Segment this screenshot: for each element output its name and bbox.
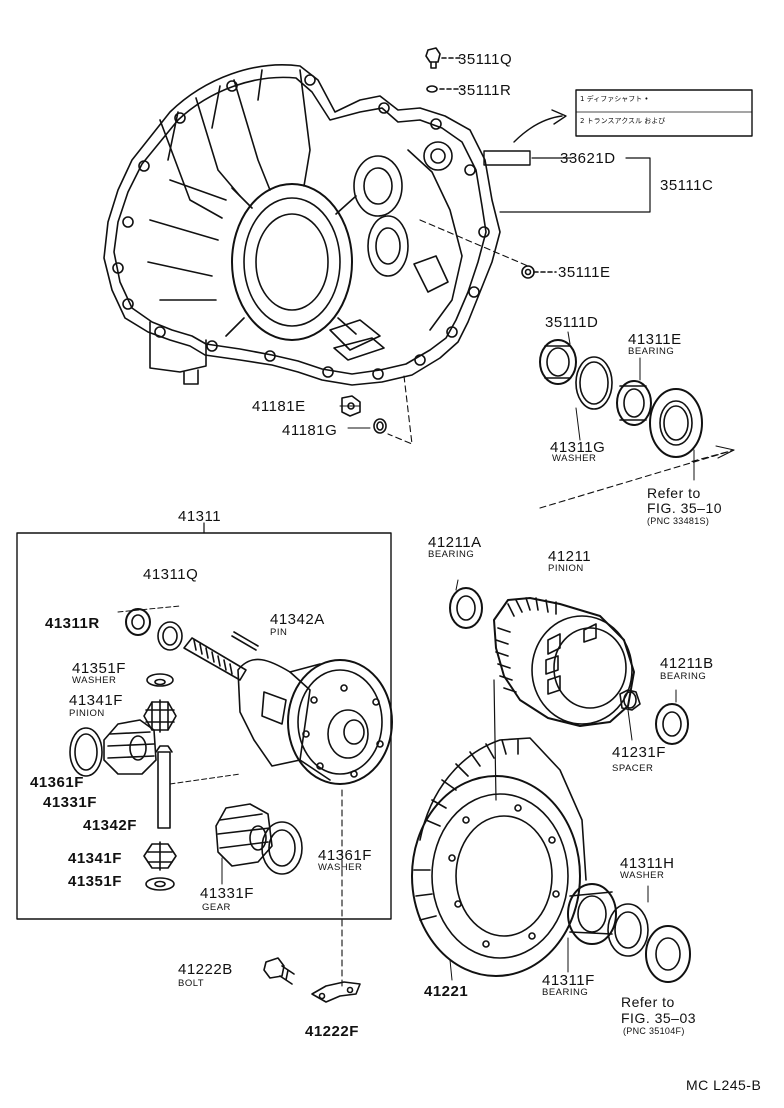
- outer-race-drawing: [645, 925, 691, 983]
- pinion-shaft-drawing: [157, 751, 171, 829]
- caution-plate-line-1: 1 ディファシャフト •: [580, 95, 649, 103]
- part-label-35111D[interactable]: 35111D: [545, 314, 599, 331]
- reference-1-line-2: FIG. 35–10: [647, 500, 723, 516]
- part-label-35111R[interactable]: 35111R: [458, 82, 512, 99]
- bearing-41211B-drawing: [655, 703, 689, 745]
- reference-1-line-1: Refer to: [647, 485, 701, 501]
- part-label-41311R[interactable]: 41311R: [45, 615, 100, 632]
- part-sub-41222B: BOLT: [178, 978, 205, 989]
- part-label-41311F[interactable]: 41311F: [542, 972, 595, 989]
- part-sub-41231F: SPACER: [612, 763, 654, 774]
- part-label-41231F[interactable]: 41231F: [612, 744, 666, 761]
- ring-gear-41221-drawing: [411, 737, 587, 977]
- washer-41351F-drawing: [146, 673, 174, 687]
- part-sub-41341F-top: PINION: [69, 708, 105, 719]
- reference-1-pnc: (PNC 33481S): [647, 516, 710, 526]
- part-label-41311[interactable]: 41311: [178, 508, 222, 525]
- side-bearing-set-drawing: [539, 339, 703, 458]
- part-label-41222F[interactable]: 41222F: [305, 1023, 359, 1040]
- part-sub-41361F-right: WASHER: [318, 862, 363, 873]
- part-sub-41351F-top: WASHER: [72, 675, 117, 686]
- gasket-drawing: [426, 85, 438, 93]
- part-sub-41311E: BEARING: [628, 346, 675, 357]
- part-label-33621D[interactable]: 33621D: [560, 150, 616, 167]
- part-label-41361F-right[interactable]: 41361F: [318, 847, 372, 864]
- diff-bearing-drawing: [117, 605, 183, 651]
- lock-plate-41222F-drawing: [311, 981, 361, 1003]
- part-label-41361F-left[interactable]: 41361F: [30, 774, 84, 791]
- part-label-41311H[interactable]: 41311H: [620, 855, 675, 872]
- part-label-35111Q[interactable]: 35111Q: [458, 51, 513, 68]
- part-label-41341F-top[interactable]: 41341F: [69, 692, 123, 709]
- part-label-41342F[interactable]: 41342F: [83, 817, 137, 834]
- figure-code: MC L245-B: [686, 1077, 762, 1093]
- part-label-41222B[interactable]: 41222B: [178, 961, 233, 978]
- part-label-41211[interactable]: 41211: [548, 548, 592, 565]
- pinion-41341F-lower-drawing: [143, 841, 177, 871]
- part-sub-41211: PINION: [548, 563, 584, 574]
- part-label-41351F-top[interactable]: 41351F: [72, 660, 126, 677]
- washer-41351F-lower-drawing: [145, 877, 175, 891]
- reference-2-line-1: Refer to: [621, 994, 675, 1010]
- spacer-41231F-drawing: [619, 689, 641, 711]
- part-label-41221[interactable]: 41221: [424, 983, 469, 1000]
- part-label-41181G[interactable]: 41181G: [282, 422, 338, 439]
- part-label-41331F-left[interactable]: 41331F: [43, 794, 97, 811]
- gasket-41181G-drawing: [373, 418, 387, 434]
- reference-2-line-2: FIG. 35–03: [621, 1010, 697, 1026]
- part-label-41342A[interactable]: 41342A: [270, 611, 325, 628]
- pinion-41341F-drawing: [143, 699, 177, 733]
- part-label-41311E[interactable]: 41311E: [628, 331, 682, 348]
- part-sub-41331F-bottom: GEAR: [202, 902, 231, 913]
- caution-plate-drawing: [483, 89, 753, 166]
- washer-41361F-right-drawing: [261, 821, 303, 875]
- part-label-41181E[interactable]: 41181E: [252, 398, 306, 415]
- part-sub-41311G: WASHER: [552, 453, 597, 464]
- side-gear-41331F-drawing: [103, 719, 157, 775]
- washer-41311H-drawing: [607, 903, 649, 957]
- drain-plug-drawing: [425, 47, 441, 69]
- part-label-41211A[interactable]: 41211A: [428, 534, 482, 551]
- part-label-35111E[interactable]: 35111E: [558, 264, 611, 281]
- bearing-41311F-drawing: [567, 883, 617, 945]
- part-label-41211B[interactable]: 41211B: [660, 655, 714, 672]
- transaxle-housing-drawing: [103, 64, 501, 386]
- washer-41361F-drawing: [69, 727, 103, 777]
- part-sub-41311F: BEARING: [542, 987, 589, 998]
- part-sub-41342A: PIN: [270, 627, 288, 638]
- part-sub-41311H: WASHER: [620, 870, 665, 881]
- part-sub-41211A: BEARING: [428, 549, 475, 560]
- drive-pinion-41211-drawing: [493, 597, 635, 727]
- differential-case-drawing: [183, 637, 393, 785]
- bearing-41211A-drawing: [449, 587, 483, 629]
- caution-plate-line-2: 2 トランスアクスル および: [580, 117, 666, 125]
- part-sub-41211B: BEARING: [660, 671, 707, 682]
- bolt-41222B-drawing: [263, 957, 295, 985]
- part-label-41351F-bottom[interactable]: 41351F: [68, 873, 122, 890]
- reference-2-pnc: (PNC 35104F): [623, 1026, 685, 1036]
- part-label-41331F-bottom[interactable]: 41331F: [200, 885, 254, 902]
- part-label-41311G[interactable]: 41311G: [550, 439, 606, 456]
- part-label-35111C[interactable]: 35111C: [660, 177, 714, 194]
- part-label-41341F-bottom[interactable]: 41341F: [68, 850, 122, 867]
- plug-35111E-drawing: [521, 265, 535, 279]
- side-gear-41331F-lower-drawing: [215, 803, 273, 867]
- part-label-41311Q[interactable]: 41311Q: [143, 566, 199, 583]
